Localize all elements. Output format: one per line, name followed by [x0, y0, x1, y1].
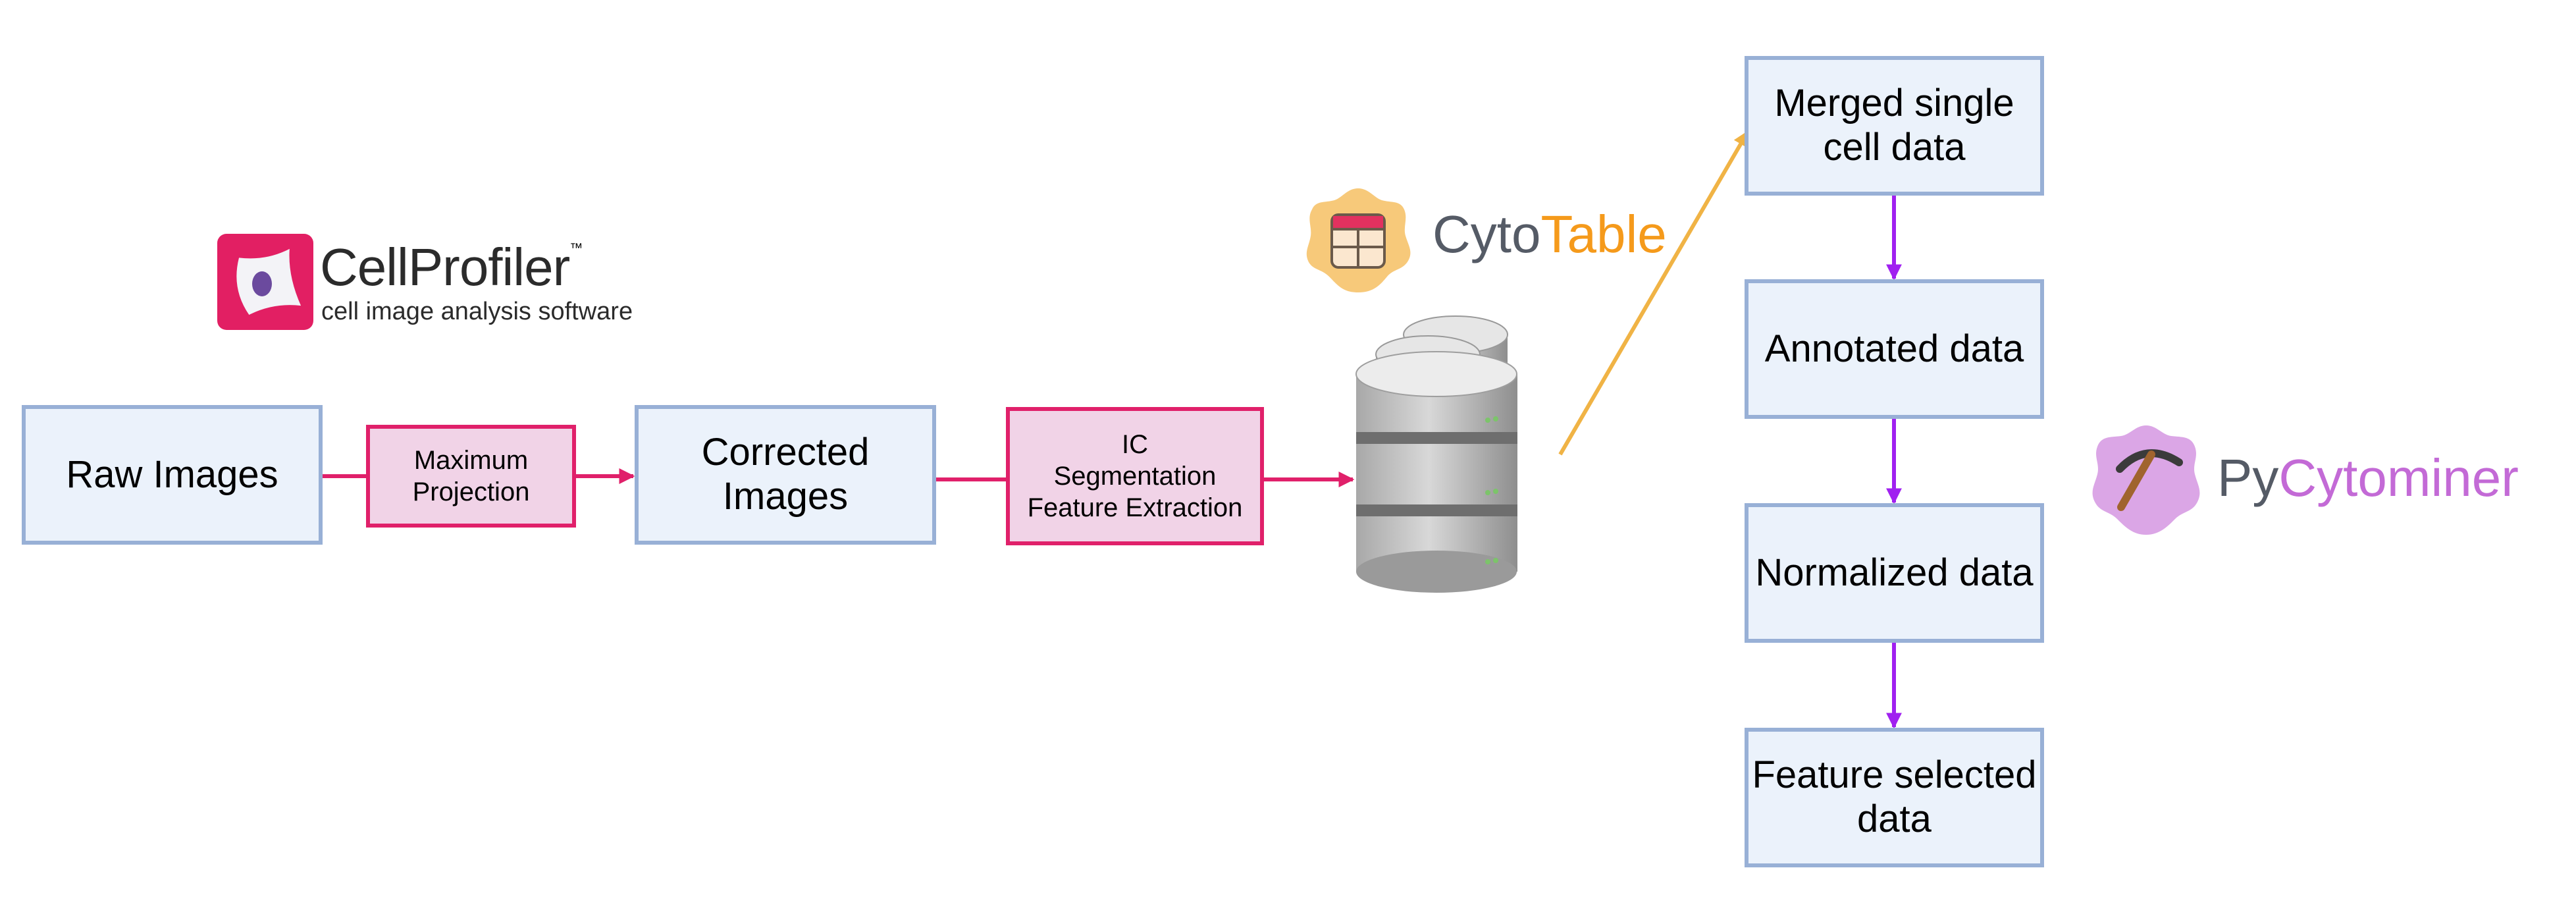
cytotable-wordmark: CytoTable — [1433, 204, 1667, 265]
raw-images-box: Raw Images — [22, 405, 323, 545]
processing-step-box: IC Segmentation Feature Extraction — [1006, 407, 1264, 545]
corrected-images-label: Corrected Images — [701, 431, 870, 518]
merged-data-label: Merged single cell data — [1774, 82, 2014, 169]
feature-selected-data-label: Feature selected data — [1752, 753, 2037, 840]
maximum-projection-label: Maximum Projection — [412, 446, 530, 506]
cytotable-name-part2: Table — [1540, 205, 1667, 263]
cellprofiler-name: CellProfiler — [320, 238, 570, 296]
cellprofiler-tagline: cell image analysis software — [321, 298, 633, 325]
normalized-data-label: Normalized data — [1755, 551, 2034, 594]
corrected-images-box: Corrected Images — [635, 405, 936, 545]
annotated-data-label: Annotated data — [1764, 327, 2024, 370]
cytotable-name-part1: Cyto — [1433, 205, 1541, 263]
database-icon — [1355, 315, 1517, 593]
maximum-projection-box: Maximum Projection — [366, 425, 576, 528]
normalized-data-box: Normalized data — [1745, 503, 2044, 643]
processing-step-label: IC Segmentation Feature Extraction — [1027, 430, 1243, 522]
raw-images-label: Raw Images — [66, 452, 278, 496]
feature-selected-data-box: Feature selected data — [1745, 728, 2044, 867]
pycytominer-wordmark: PyCytominer — [2217, 448, 2519, 508]
pickaxe-icon — [2092, 425, 2200, 535]
cellprofiler-logo-icon — [217, 234, 313, 330]
cellprofiler-trademark: ™ — [569, 241, 583, 256]
pycytominer-name-part1: Py — [2217, 448, 2279, 507]
annotated-data-box: Annotated data — [1745, 279, 2044, 419]
arrow-database-to-merged — [1558, 130, 1750, 456]
pycytominer-name-part2: Cytominer — [2278, 448, 2519, 507]
cellprofiler-wordmark: CellProfiler™ — [320, 237, 583, 298]
cytotable-table-icon — [1306, 188, 1411, 292]
merged-data-box: Merged single cell data — [1745, 56, 2044, 196]
